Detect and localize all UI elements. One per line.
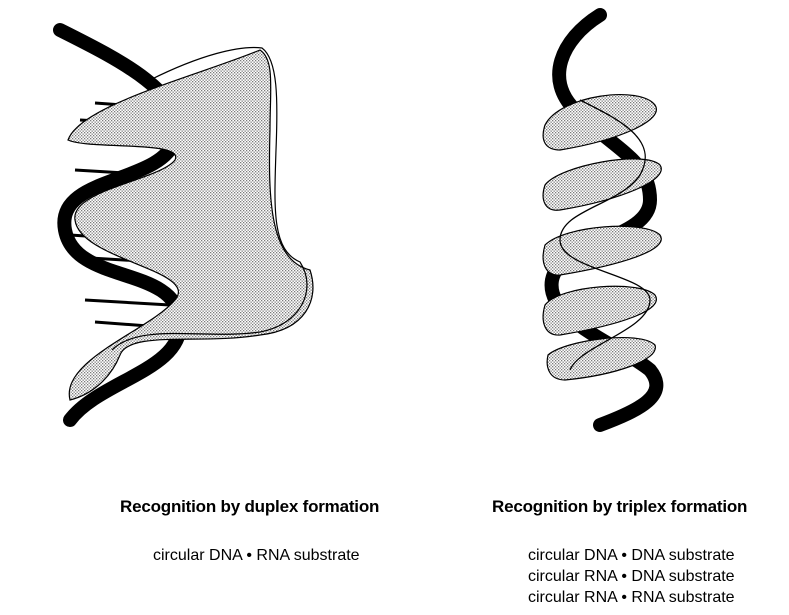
- right-heading: Recognition by triplex formation: [492, 497, 747, 517]
- right-substrate-list: circular DNA • DNA substrate circular RN…: [528, 545, 735, 608]
- substrate-line: circular RNA • RNA substrate: [528, 587, 735, 608]
- duplex-diagram: [60, 30, 313, 420]
- triplex-diagram: [543, 15, 661, 425]
- left-substrate-list: circular DNA • RNA substrate: [153, 545, 360, 566]
- substrate-line: circular RNA • DNA substrate: [528, 566, 735, 587]
- left-heading: Recognition by duplex formation: [120, 497, 379, 517]
- substrate-line: circular DNA • DNA substrate: [528, 545, 735, 566]
- substrate-line: circular DNA • RNA substrate: [153, 545, 360, 566]
